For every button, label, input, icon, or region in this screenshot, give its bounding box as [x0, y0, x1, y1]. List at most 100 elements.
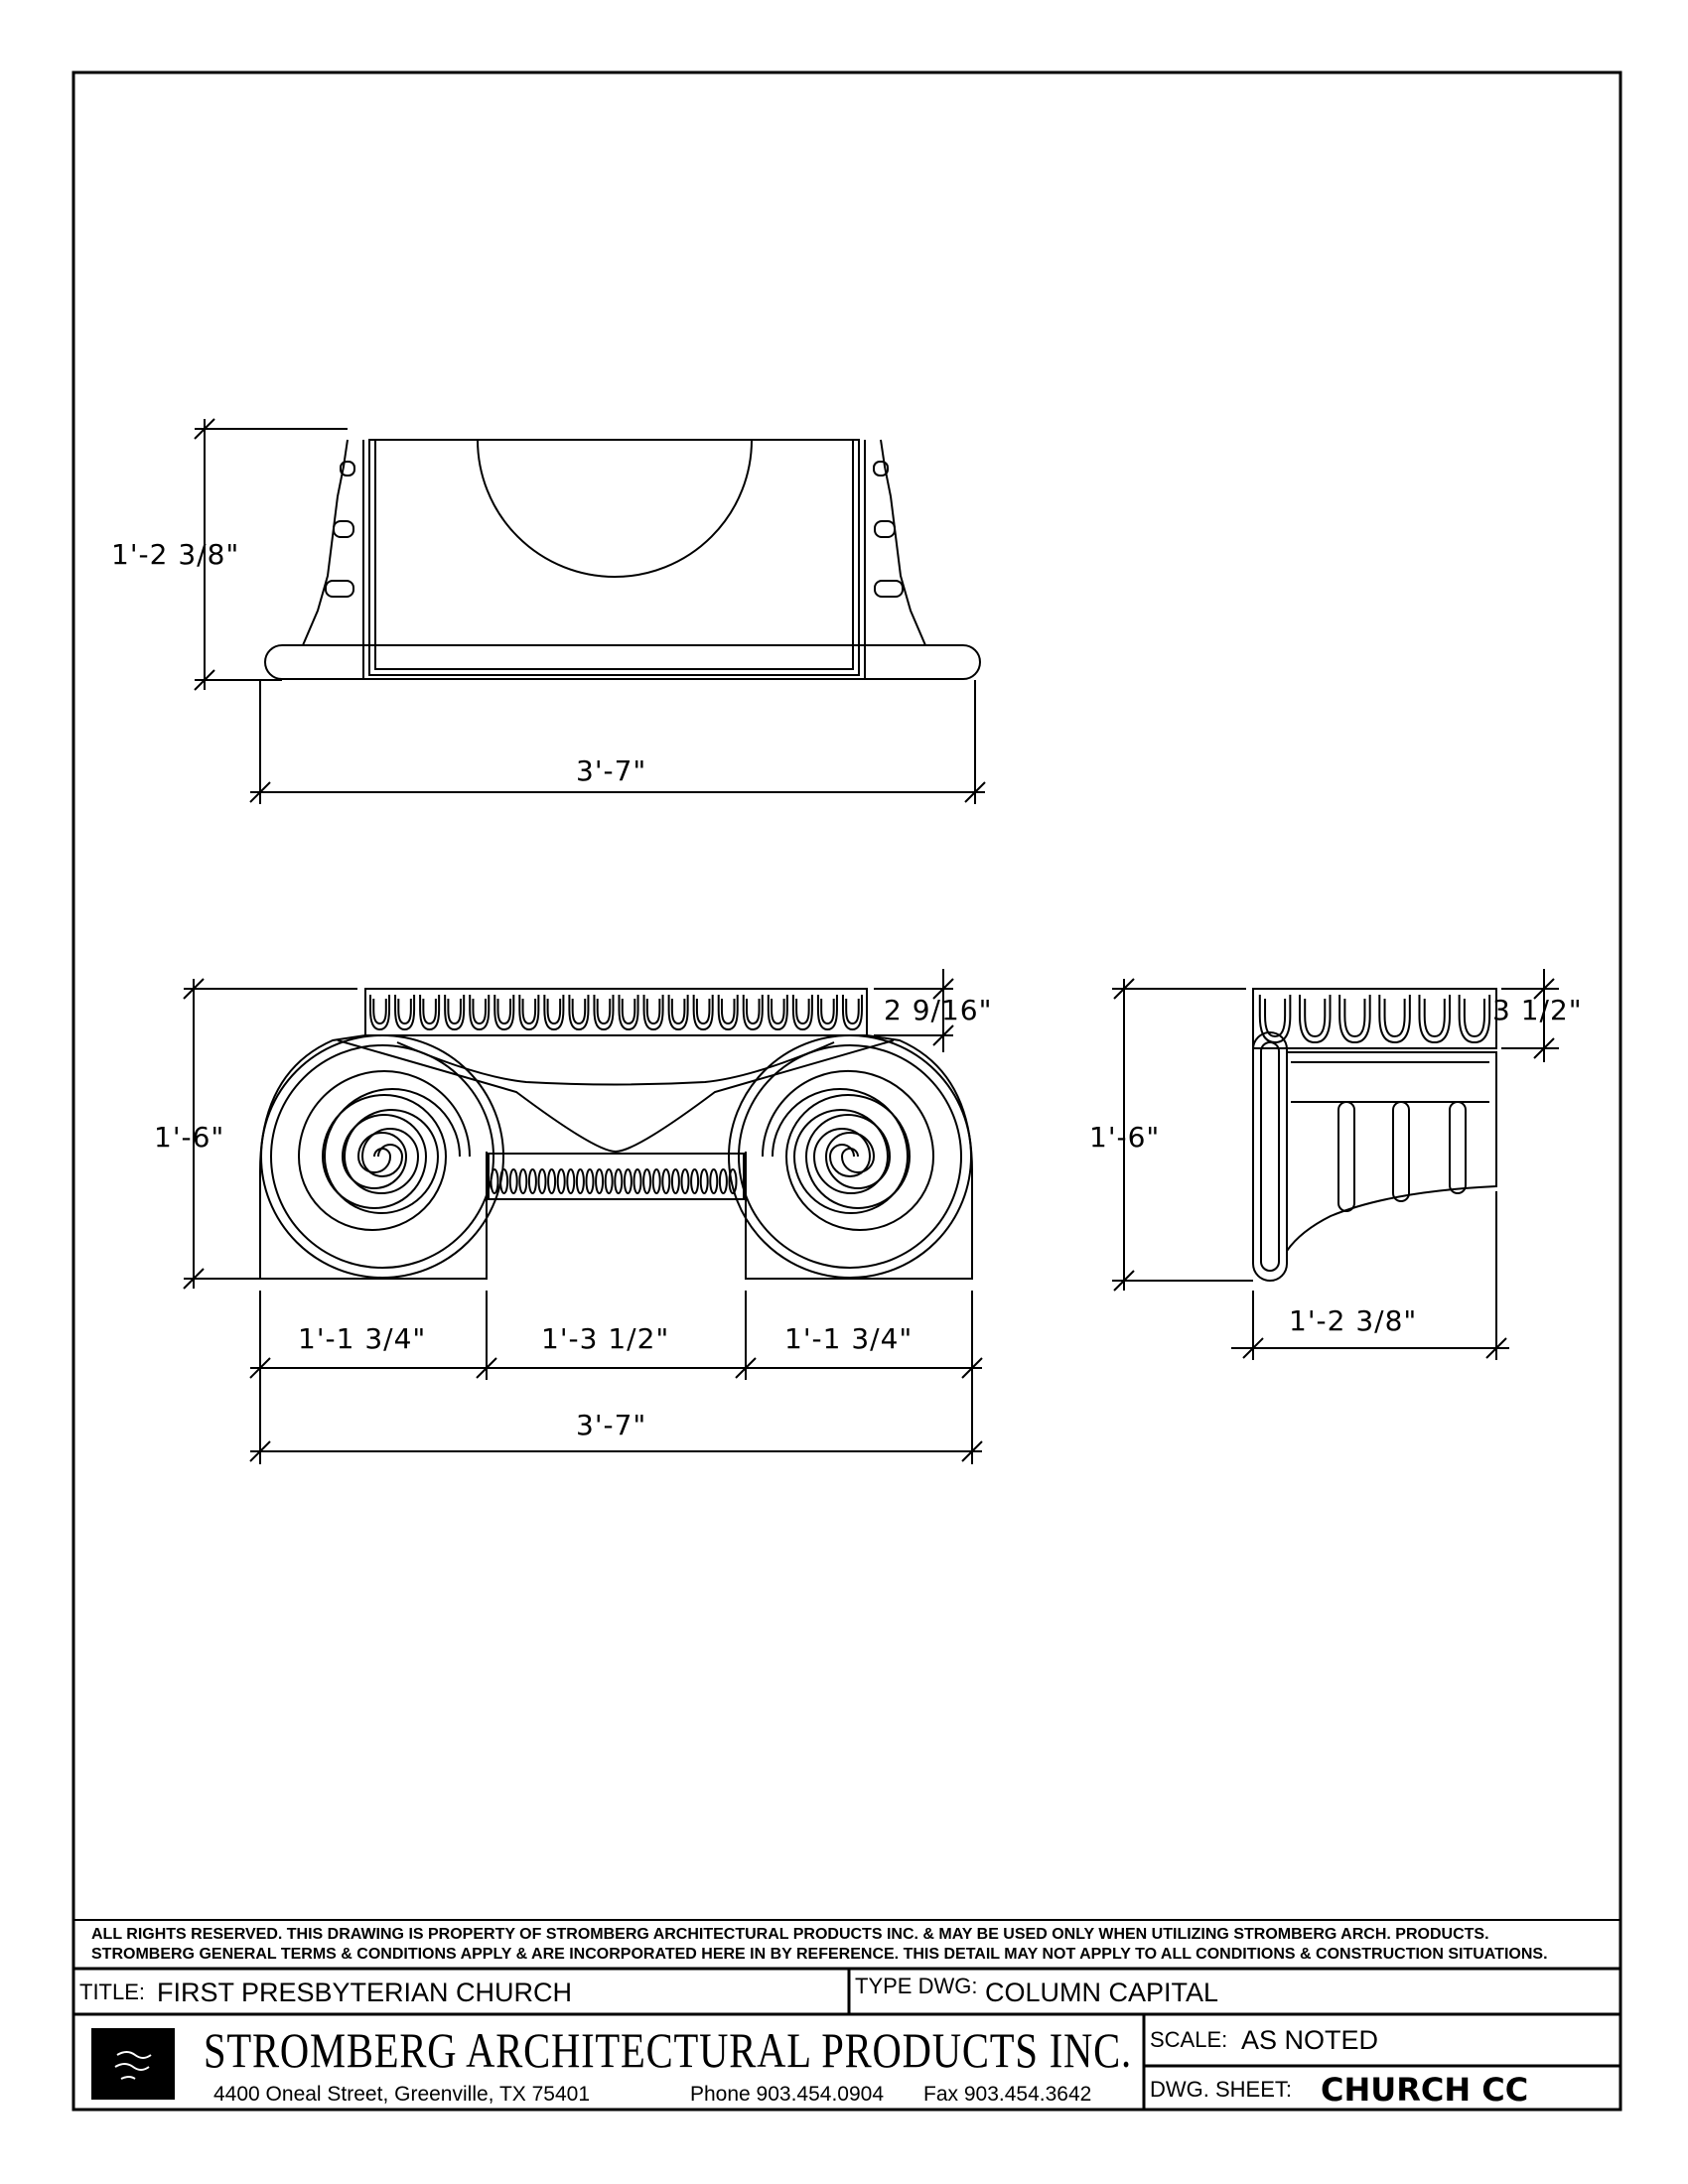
egg-ornament-inner — [521, 999, 537, 1025]
egg-ornament — [1338, 995, 1371, 1044]
bead-ornament — [566, 1168, 576, 1194]
egg-ornament — [791, 995, 813, 1031]
company-name: STROMBERG ARCHITECTURAL PRODUCTS INC. — [204, 2022, 1132, 2078]
front-view-abacus-dim: 2 9/16" — [884, 994, 992, 1026]
front-view-right-dim: 1'-1 3/4" — [784, 1322, 913, 1355]
egg-ornament — [593, 995, 615, 1031]
type-dwg-value: COLUMN CAPITAL — [985, 1978, 1218, 2007]
side-view-dimensions — [1112, 969, 1559, 1360]
disclaimer-line-1: ALL RIGHTS RESERVED. THIS DRAWING IS PRO… — [91, 1926, 1489, 1943]
bead-ornament — [709, 1168, 719, 1194]
egg-ornament — [841, 995, 863, 1031]
side-view-bolster — [1252, 1031, 1288, 1282]
egg-ornament-inner — [496, 999, 512, 1025]
front-view-center-dim: 1'-3 1/2" — [541, 1322, 669, 1355]
side-view-ring — [1449, 1101, 1467, 1194]
front-view-echinus — [488, 1153, 745, 1200]
egg-ornament — [1378, 995, 1411, 1044]
sheet-border — [71, 70, 1622, 2112]
egg-ornament-inner — [1343, 999, 1366, 1038]
egg-ornament-inner — [845, 999, 860, 1025]
egg-ornament — [419, 995, 441, 1031]
egg-ornament-inner — [1383, 999, 1406, 1038]
egg-ornament-inner — [422, 999, 437, 1025]
egg-ornament — [717, 995, 739, 1031]
front-view-left-volute-outline — [259, 1034, 488, 1280]
egg-ornament — [1298, 995, 1332, 1044]
egg-ornament-inner — [1463, 999, 1485, 1038]
egg-ornament — [568, 995, 590, 1031]
egg-ornament-inner — [670, 999, 686, 1025]
bead-ornament — [633, 1168, 642, 1194]
bead-ornament — [547, 1168, 557, 1194]
side-view-body — [1286, 1051, 1497, 1252]
egg-ornament — [692, 995, 714, 1031]
bead-ornament — [699, 1168, 709, 1194]
side-view-abacus — [1252, 988, 1497, 1049]
type-dwg-label: TYPE DWG: — [855, 1974, 977, 1998]
dwg-sheet-label: DWG. SHEET: — [1150, 2077, 1292, 2102]
egg-ornament-inner — [596, 999, 612, 1025]
egg-ornament — [816, 995, 838, 1031]
egg-ornament — [618, 995, 639, 1031]
top-view-width-dim: 3'-7" — [576, 754, 646, 787]
egg-ornament-inner — [645, 999, 661, 1025]
title-block — [73, 1919, 1620, 2110]
bead-ornament — [728, 1168, 738, 1194]
side-view-depth-dim: 1'-2 3/8" — [1289, 1304, 1417, 1337]
bead-ornament — [614, 1168, 624, 1194]
egg-ornament — [518, 995, 540, 1031]
front-view-egg-and-dart — [369, 995, 863, 1031]
egg-ornament-inner — [1264, 999, 1287, 1038]
disclaimer-line-2: STROMBERG GENERAL TERMS & CONDITIONS APP… — [91, 1946, 1548, 1963]
top-view-column-cutout — [477, 439, 753, 578]
company-fax: Fax 903.454.3642 — [923, 2083, 1091, 2106]
side-view-abacus-dim: 3 1/2" — [1492, 994, 1583, 1026]
logo-mark-icon — [114, 2051, 152, 2080]
egg-ornament-inner — [397, 999, 412, 1025]
egg-ornament-inner — [1423, 999, 1446, 1038]
scale-value: AS NOTED — [1241, 2025, 1378, 2055]
egg-ornament — [394, 995, 416, 1031]
bead-ornament — [642, 1168, 652, 1194]
egg-ornament — [1418, 995, 1452, 1044]
bead-ornament — [623, 1168, 633, 1194]
bead-ornament — [575, 1168, 585, 1194]
egg-ornament-inner — [472, 999, 487, 1025]
front-view-right-spiral — [728, 1034, 972, 1279]
bead-ornament — [651, 1168, 661, 1194]
egg-ornament-inner — [771, 999, 785, 1025]
egg-ornament-inner — [372, 999, 387, 1025]
front-view — [259, 988, 973, 1280]
egg-ornament — [642, 995, 664, 1031]
egg-ornament-inner — [546, 999, 562, 1025]
egg-ornament-inner — [746, 999, 761, 1025]
side-view-ring — [1392, 1101, 1410, 1202]
egg-ornament — [469, 995, 491, 1031]
title-value: FIRST PRESBYTERIAN CHURCH — [157, 1978, 572, 2007]
side-view-height-dim: 1'-6" — [1089, 1121, 1160, 1154]
dwg-sheet-value: CHURCH CC — [1321, 2071, 1528, 2109]
top-view-left-profile — [302, 439, 349, 646]
egg-ornament-inner — [795, 999, 810, 1025]
egg-ornament-inner — [571, 999, 587, 1025]
egg-ornament-inner — [1304, 999, 1327, 1038]
egg-ornament — [1458, 995, 1491, 1044]
front-view-left-spiral — [260, 1034, 504, 1279]
top-view-height-dim: 1'-2 3/8" — [111, 538, 239, 571]
egg-ornament — [444, 995, 466, 1031]
side-view-ring — [1337, 1101, 1355, 1212]
top-view — [264, 439, 981, 680]
title-label: TITLE: — [79, 1979, 145, 2004]
top-view-base-roll — [264, 644, 981, 680]
front-view-width-dim: 3'-7" — [576, 1409, 646, 1441]
bead-ornament — [595, 1168, 605, 1194]
egg-ornament-inner — [621, 999, 636, 1025]
side-view — [1252, 988, 1497, 1282]
bead-ornament — [585, 1168, 595, 1194]
bead-ornament — [690, 1168, 700, 1194]
bead-ornament — [670, 1168, 680, 1194]
egg-ornament-inner — [447, 999, 462, 1025]
company-address: 4400 Oneal Street, Greenville, TX 75401 — [213, 2083, 590, 2106]
